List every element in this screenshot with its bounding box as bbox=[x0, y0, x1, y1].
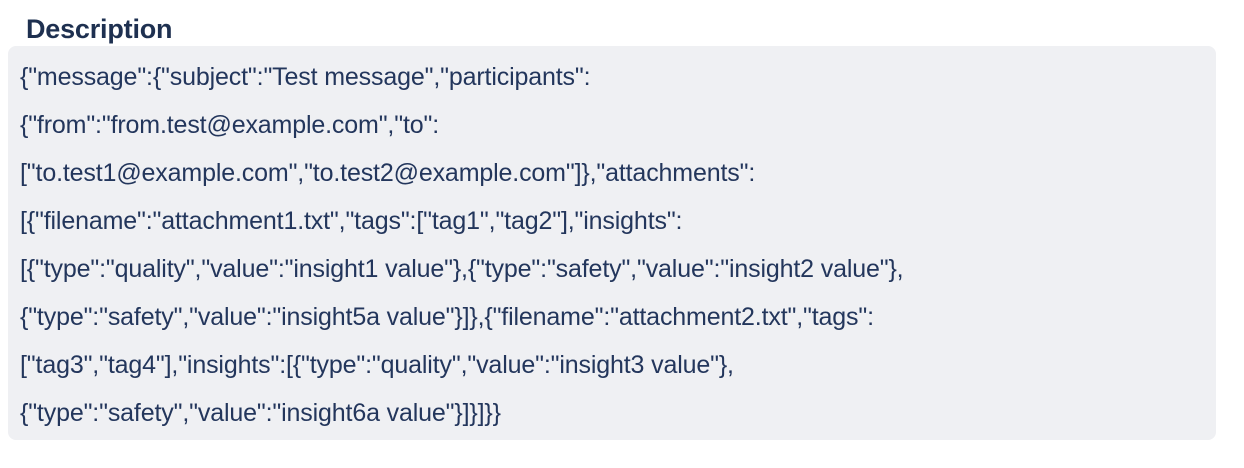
description-line: ["tag3","tag4"],"insights":[{"type":"qua… bbox=[20, 351, 734, 379]
description-line: {"type":"safety","value":"insight5a valu… bbox=[20, 303, 874, 331]
description-line: [{"type":"quality","value":"insight1 val… bbox=[20, 255, 904, 283]
description-text-block: {"message":{"subject":"Test message","pa… bbox=[20, 53, 1208, 437]
description-line: ["to.test1@example.com","to.test2@exampl… bbox=[20, 159, 756, 187]
description-line: {"from":"from.test@example.com","to": bbox=[20, 111, 440, 139]
description-panel: {"message":{"subject":"Test message","pa… bbox=[8, 46, 1216, 440]
page-title: Description bbox=[26, 14, 173, 44]
description-line: [{"filename":"attachment1.txt","tags":["… bbox=[20, 207, 683, 235]
description-line: {"type":"safety","value":"insight6a valu… bbox=[20, 399, 501, 427]
description-line: {"message":{"subject":"Test message","pa… bbox=[20, 63, 591, 91]
